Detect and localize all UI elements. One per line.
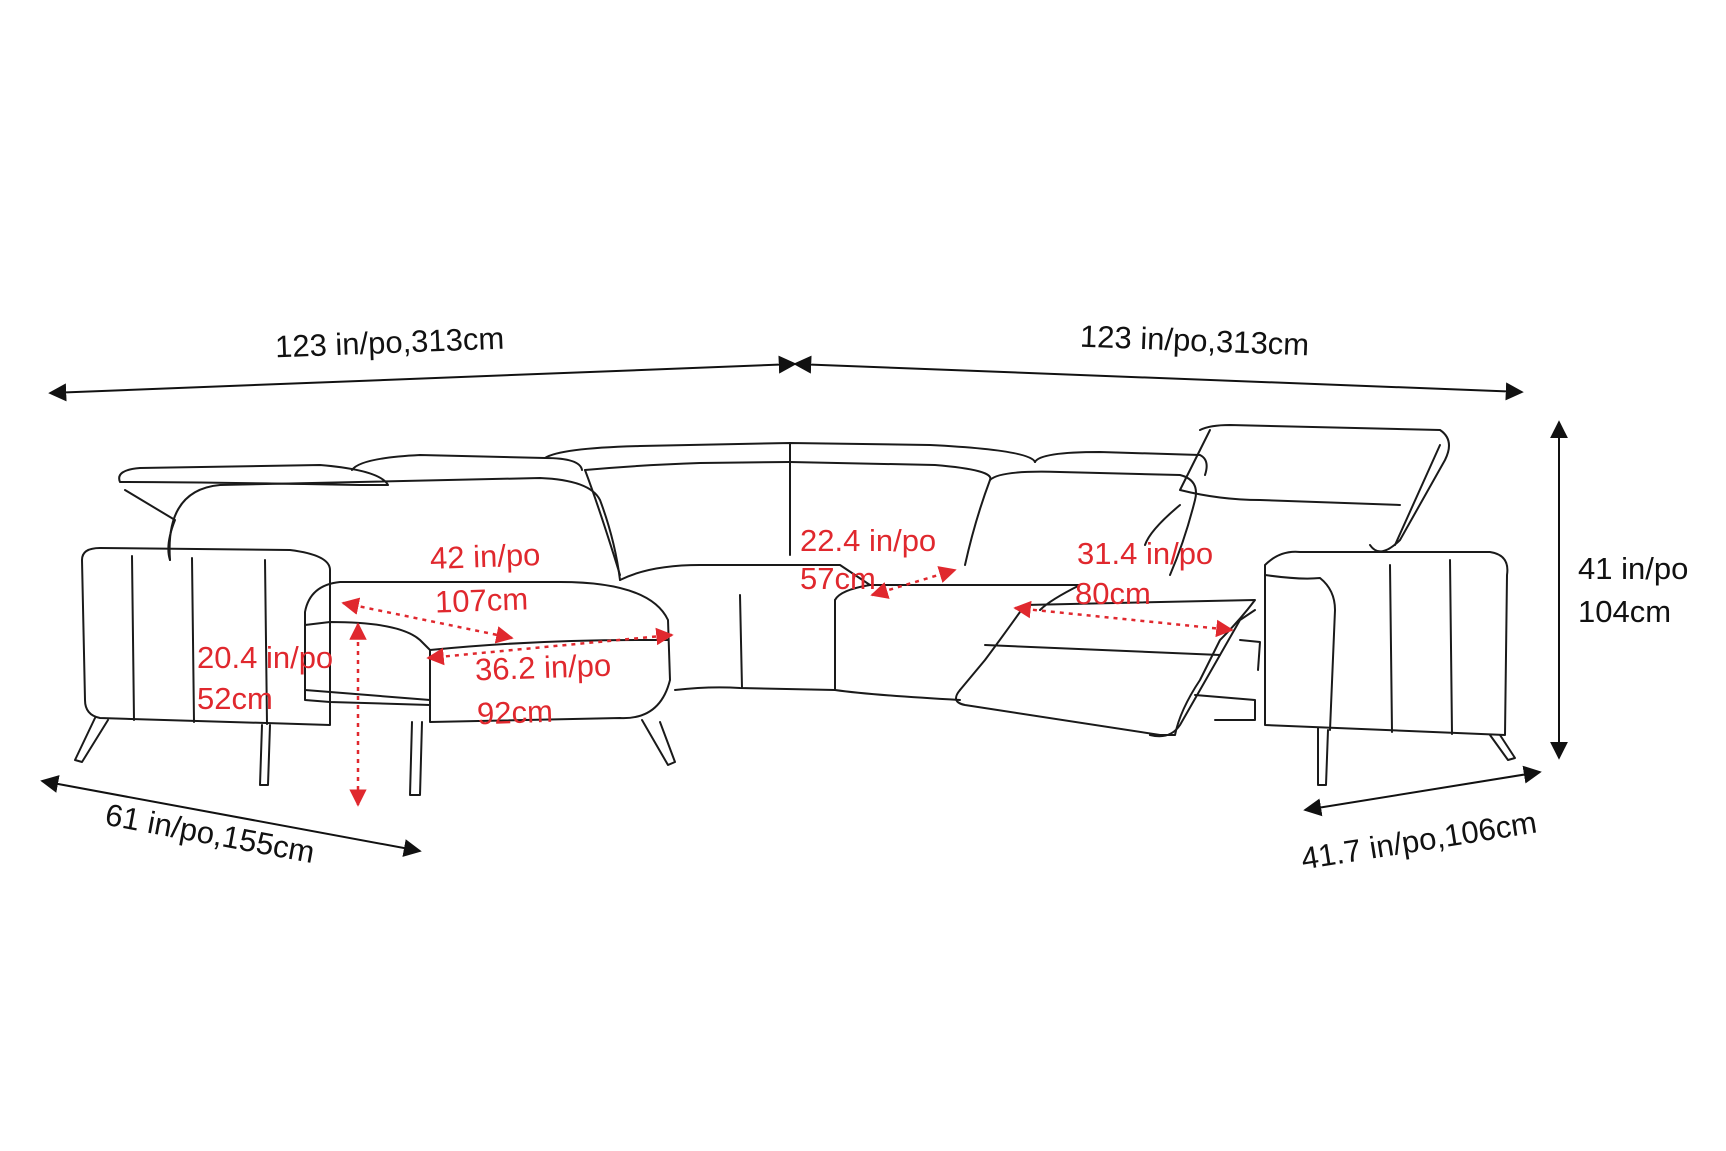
depth-left-arrow	[40, 775, 422, 857]
seat-depth-cm-label: 57cm	[800, 561, 876, 596]
seat-height-in-label: 20.4 in/po	[197, 640, 334, 675]
sofa-outline	[74, 424, 1516, 796]
recliner-ext-in-label: 31.4 in/po	[1077, 536, 1214, 571]
overall-width-right-arrow	[793, 355, 1524, 401]
seat-height-cm-label: 52cm	[197, 681, 273, 716]
overall-width-right-label: 123 in/po,313cm	[1079, 318, 1310, 363]
overall-height-in-label: 41 in/po	[1578, 551, 1689, 586]
chaise-depth-arrow	[341, 597, 514, 644]
chaise-width-in-label: 36.2 in/po	[474, 647, 612, 688]
overall-width-left-label: 123 in/po,313cm	[274, 320, 505, 365]
chaise-depth-cm-label: 107cm	[434, 581, 529, 620]
recliner-ext-cm-label: 80cm	[1075, 576, 1151, 611]
chaise-width-cm-label: 92cm	[476, 693, 554, 732]
overall-width-left-arrow	[48, 355, 797, 402]
chaise-depth-in-label: 42 in/po	[429, 537, 541, 576]
red-measure-lines	[341, 566, 1234, 807]
seat-depth-in-label: 22.4 in/po	[800, 523, 937, 558]
overall-height-cm-label: 104cm	[1578, 594, 1672, 629]
depth-right-arrow	[1303, 765, 1542, 817]
seat-depth-arrow	[870, 566, 957, 599]
recliner-ext-arrow	[1013, 600, 1234, 638]
black-dimension-lines	[40, 355, 1568, 857]
